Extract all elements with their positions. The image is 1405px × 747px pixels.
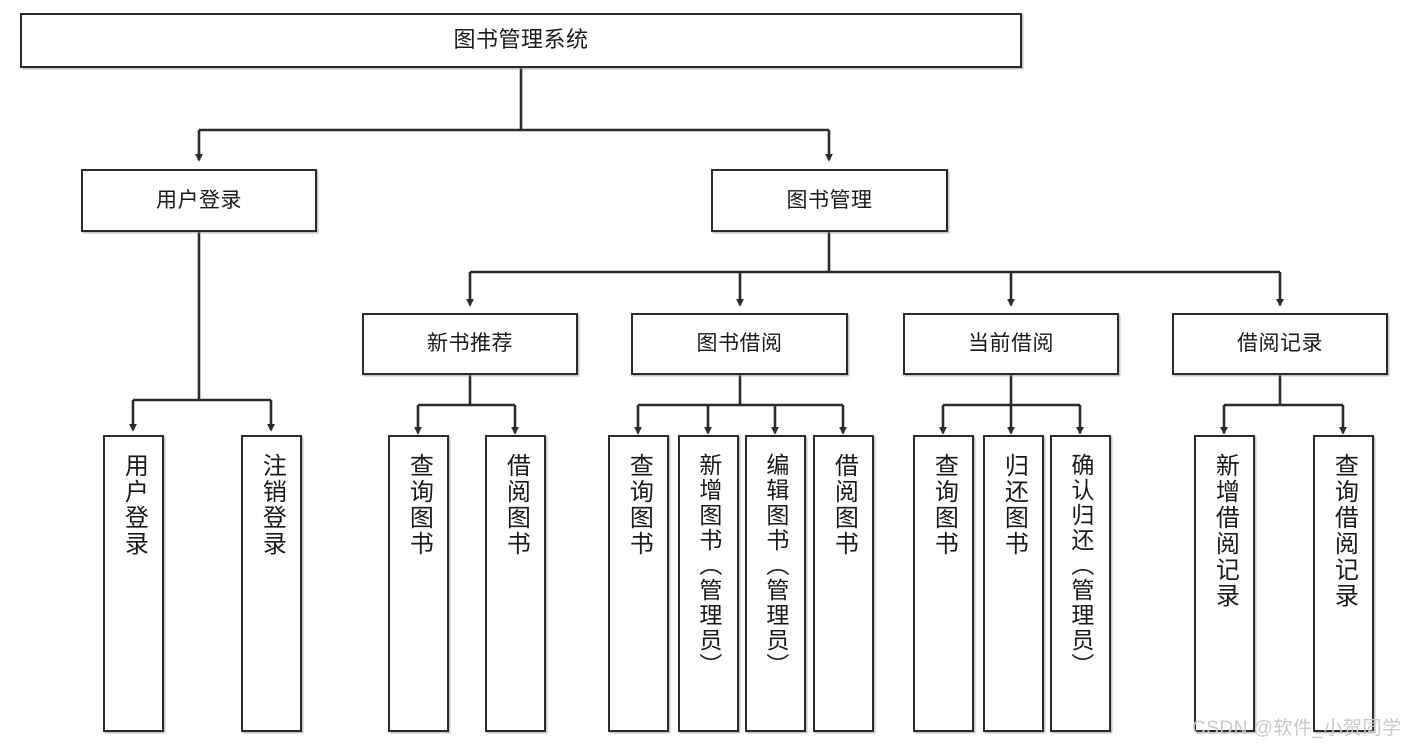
leaf-book-borrow-borrow[interactable]: 借阅图书 xyxy=(813,435,874,732)
node-label: 新书推荐 xyxy=(427,332,513,356)
leaf-user-login-signin[interactable]: 用户登录 xyxy=(103,435,164,732)
node-label: 用户登录 xyxy=(156,188,242,212)
node-label: 查询图书 xyxy=(405,453,433,557)
leaf-book-borrow-edit[interactable]: 编辑图书（管理员） xyxy=(745,435,806,732)
leaf-book-borrow-query[interactable]: 查询图书 xyxy=(608,435,669,732)
node-label: 新增图书（管理员） xyxy=(695,453,722,678)
node-label: 查询借阅记录 xyxy=(1330,453,1358,609)
node-current-borrow[interactable]: 当前借阅 xyxy=(903,313,1119,375)
node-label: 图书借阅 xyxy=(696,332,783,356)
node-label: 编辑图书（管理员） xyxy=(762,453,789,678)
leaf-book-borrow-add[interactable]: 新增图书（管理员） xyxy=(678,435,739,732)
leaf-current-borrow-query[interactable]: 查询图书 xyxy=(913,435,974,732)
node-label: 查询图书 xyxy=(930,453,958,557)
node-label: 当前借阅 xyxy=(968,332,1054,356)
leaf-current-borrow-confirm[interactable]: 确认归还（管理员） xyxy=(1050,435,1111,732)
node-new-book-recommend[interactable]: 新书推荐 xyxy=(362,313,578,375)
node-label: 确认归还（管理员） xyxy=(1067,453,1094,678)
node-label: 借阅图书 xyxy=(830,453,858,557)
node-label: 查询图书 xyxy=(625,453,653,557)
leaf-borrow-record-query[interactable]: 查询借阅记录 xyxy=(1313,435,1374,732)
leaf-current-borrow-return[interactable]: 归还图书 xyxy=(983,435,1044,732)
node-book-management[interactable]: 图书管理 xyxy=(711,169,948,232)
node-label: 用户登录 xyxy=(120,453,148,557)
node-label: 归还图书 xyxy=(1000,453,1028,557)
leaf-new-book-query[interactable]: 查询图书 xyxy=(388,435,449,732)
leaf-new-book-borrow[interactable]: 借阅图书 xyxy=(485,435,546,732)
leaf-user-login-signout[interactable]: 注销登录 xyxy=(241,435,302,732)
node-label: 图书管理系统 xyxy=(453,27,589,53)
leaf-borrow-record-add[interactable]: 新增借阅记录 xyxy=(1194,435,1255,732)
node-book-borrow[interactable]: 图书借阅 xyxy=(631,313,848,375)
node-label: 图书管理 xyxy=(786,188,873,212)
node-user-login[interactable]: 用户登录 xyxy=(81,169,317,232)
node-root-system[interactable]: 图书管理系统 xyxy=(20,13,1022,68)
csdn-watermark: CSDN @软件_小贺同学 xyxy=(1192,718,1402,739)
node-label: 借阅图书 xyxy=(502,453,530,557)
node-borrow-record[interactable]: 借阅记录 xyxy=(1172,313,1388,375)
node-label: 借阅记录 xyxy=(1237,332,1323,356)
node-label: 新增借阅记录 xyxy=(1211,453,1239,609)
node-label: 注销登录 xyxy=(258,453,286,557)
